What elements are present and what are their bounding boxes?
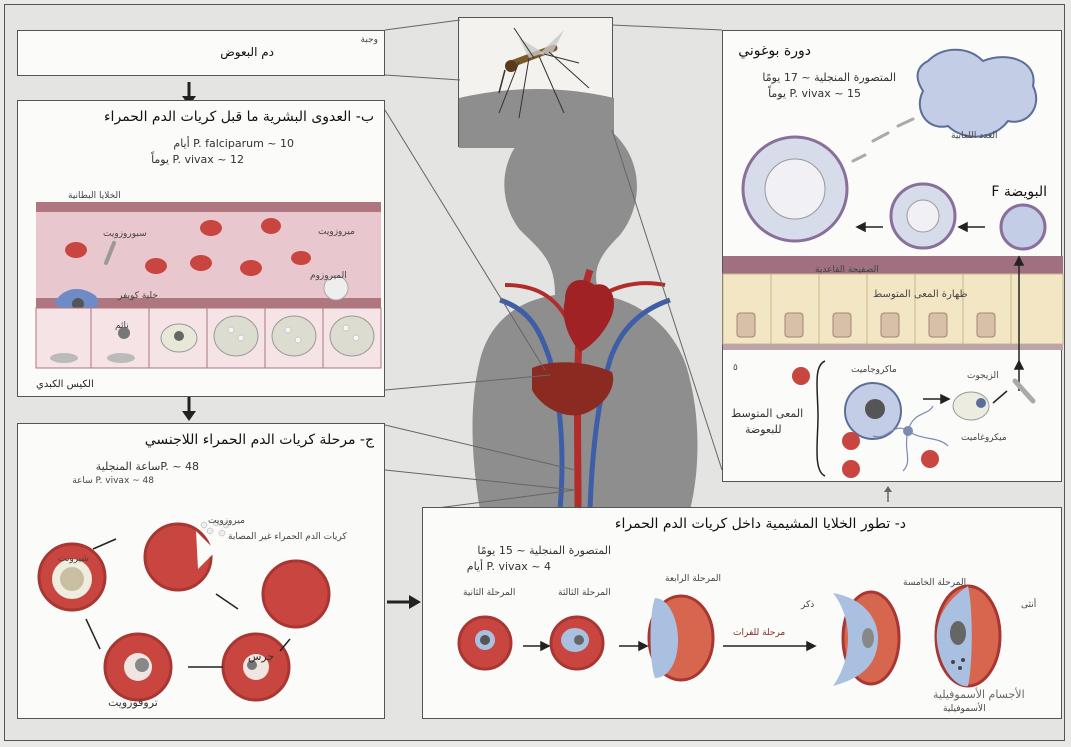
panel-c-line1: P. ~ 48ساعة المنجلية (96, 460, 199, 473)
panel-c-line2: P. vivax ~ 48 ساعة (72, 476, 154, 486)
label-schizont: شيزونت (58, 554, 89, 564)
blood-meal-title: دم البعوض (220, 45, 274, 59)
label-hypnozoite: نائم (115, 321, 129, 331)
panel-b-line2: P. vivax ~ 12 يوماً (151, 153, 244, 166)
right-arrow-icon (387, 592, 427, 612)
label-stage2: المرحلة الثانية (463, 588, 515, 598)
panel-b-title: ب- العدوى البشرية ما قبل كريات الدم الحم… (104, 109, 374, 125)
label-transition: مرحلة للفرات (733, 628, 785, 638)
label-stage4: المرحلة الرابعة (665, 574, 721, 584)
label-merosome: الميروزوم (310, 271, 347, 281)
label-osmiophilic: الأجسام الأسموفيلية (933, 688, 1025, 701)
label-stage5: المرحلة الخامسة (903, 578, 966, 588)
label-macrogamete: ماكروجاميت (851, 365, 897, 375)
panel-d-line2: P. vivax ~ 4 أيام (467, 560, 551, 573)
label-merozoite: ميروزويت (318, 227, 355, 237)
label-trophozoite: تروفوزويت (108, 696, 158, 709)
mosquito-cycle-illustration (723, 31, 1063, 471)
panel-d-title: د- تطور الخلايا المشيمية داخل كريات الدم… (615, 516, 906, 532)
label-of-mosquito: للبعوضة (745, 423, 782, 436)
label-sporozoite: سبوروزويت (103, 229, 147, 239)
label-rbc-uninfected: كريات الدم الحمراء غير المصابة (228, 532, 347, 542)
panel-sporogonic-cycle: دورة بوغوني المتصورة المنجلية ~ 17 يومًا… (722, 30, 1062, 482)
panel-pre-erythrocytic: ب- العدوى البشرية ما قبل كريات الدم الحم… (17, 100, 385, 397)
panel-d-line1: المتصورة المنجلية ~ 15 يومًا (477, 544, 611, 557)
label-endothelial: الخلايا البطانية (68, 191, 121, 201)
label-zygote: الزيجوت (967, 371, 999, 381)
label-merozoite-c: ميروزويت (208, 516, 245, 526)
label-salivary: الغدد اللعابية (951, 131, 998, 141)
blood-meal-note: وجبة (361, 35, 378, 45)
label-stage3: المرحلة الثالثة (558, 588, 611, 598)
label-ring: جرس (248, 650, 274, 663)
panel-b-line1: P. falciparum ~ 10 أيام (173, 137, 294, 150)
label-microgamete: ميكروغاميت (961, 433, 1007, 443)
label-midgut-epi: ظهارة المعى المتوسط (873, 289, 967, 300)
label-female: أنثى (1021, 600, 1036, 610)
up-arrow-icon (880, 484, 900, 504)
liver-tissue-illustration (36, 188, 381, 388)
label-basal: الصفيحة القاعدية (815, 265, 879, 275)
blood-meal-box: دم البعوض وجبة (17, 30, 385, 76)
label-num: ٥ (733, 363, 738, 373)
panel-c-title: ج- مرحلة كريات الدم الحمراء اللاجنسي (145, 432, 374, 448)
label-kupffer: خلية كوبفر (118, 291, 158, 301)
panel-gametocyte-development: د- تطور الخلايا المشيمية داخل كريات الدم… (422, 507, 1062, 719)
label-liver-cyst: الكيس الكبدي (36, 379, 94, 390)
panel-asexual-blood-stage: ج- مرحلة كريات الدم الحمراء اللاجنسي P. … (17, 423, 385, 719)
label-osmiophilic-2: الأسموفيلية (943, 704, 986, 714)
label-midgut: المعى المتوسط (731, 407, 803, 420)
label-male: ذكر (801, 600, 814, 610)
